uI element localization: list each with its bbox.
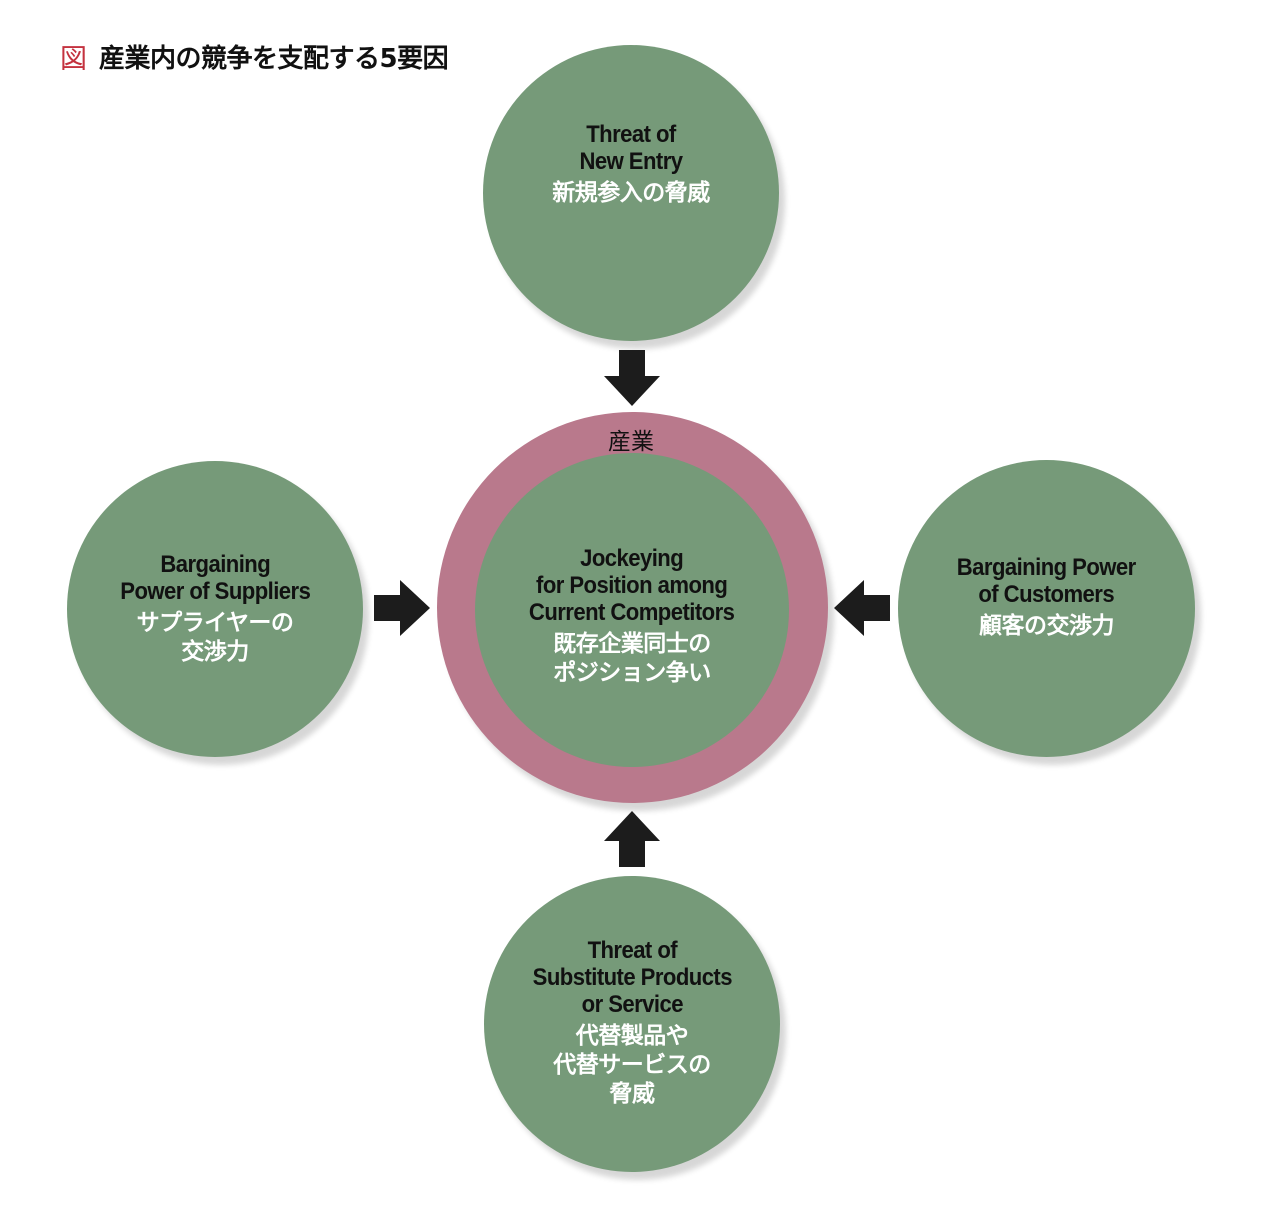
node-threat-of-substitutes-ja: 代替製品や 代替サービスの 脅威: [553, 1023, 711, 1107]
node-bargaining-power-of-customers: Bargaining Power of Customers 顧客の交渉力: [898, 460, 1195, 757]
node-bargaining-power-of-customers-en: Bargaining Power of Customers: [957, 554, 1136, 608]
figure-title: 図 産業内の競争を支配する5要因: [60, 36, 449, 76]
arrow-left-icon: [834, 580, 890, 636]
node-threat-of-substitutes-en: Threat of Substitute Products or Service: [532, 937, 732, 1018]
node-threat-of-new-entry-en: Threat of New Entry: [579, 120, 683, 175]
node-threat-of-substitutes: Threat of Substitute Products or Service…: [484, 876, 780, 1172]
node-bargaining-power-of-suppliers-en: Bargaining Power of Suppliers: [119, 551, 311, 605]
arrow-down-icon: [604, 350, 660, 406]
node-bargaining-power-of-suppliers-ja: サプライヤーの 交渉力: [136, 610, 294, 665]
arrow-right-icon: [374, 580, 430, 636]
node-jockeying-for-position-en: Jockeying for Position among Current Com…: [529, 544, 735, 626]
industry-ring-label: 産業: [608, 429, 654, 455]
figure-title-text: 産業内の競争を支配する5要因: [99, 43, 449, 74]
node-bargaining-power-of-suppliers: Bargaining Power of Suppliers サプライヤーの 交渉…: [67, 461, 363, 757]
node-bargaining-power-of-customers-ja: 顧客の交渉力: [979, 613, 1115, 639]
arrow-up-icon: [604, 811, 660, 867]
node-jockeying-for-position-ja: 既存企業同士の ポジション争い: [553, 630, 711, 686]
figure-mark: 図: [60, 43, 87, 75]
node-threat-of-new-entry: Threat of New Entry 新規参入の脅威: [483, 45, 779, 341]
node-threat-of-new-entry-ja: 新規参入の脅威: [552, 179, 710, 206]
node-jockeying-for-position: Jockeying for Position among Current Com…: [475, 453, 789, 767]
